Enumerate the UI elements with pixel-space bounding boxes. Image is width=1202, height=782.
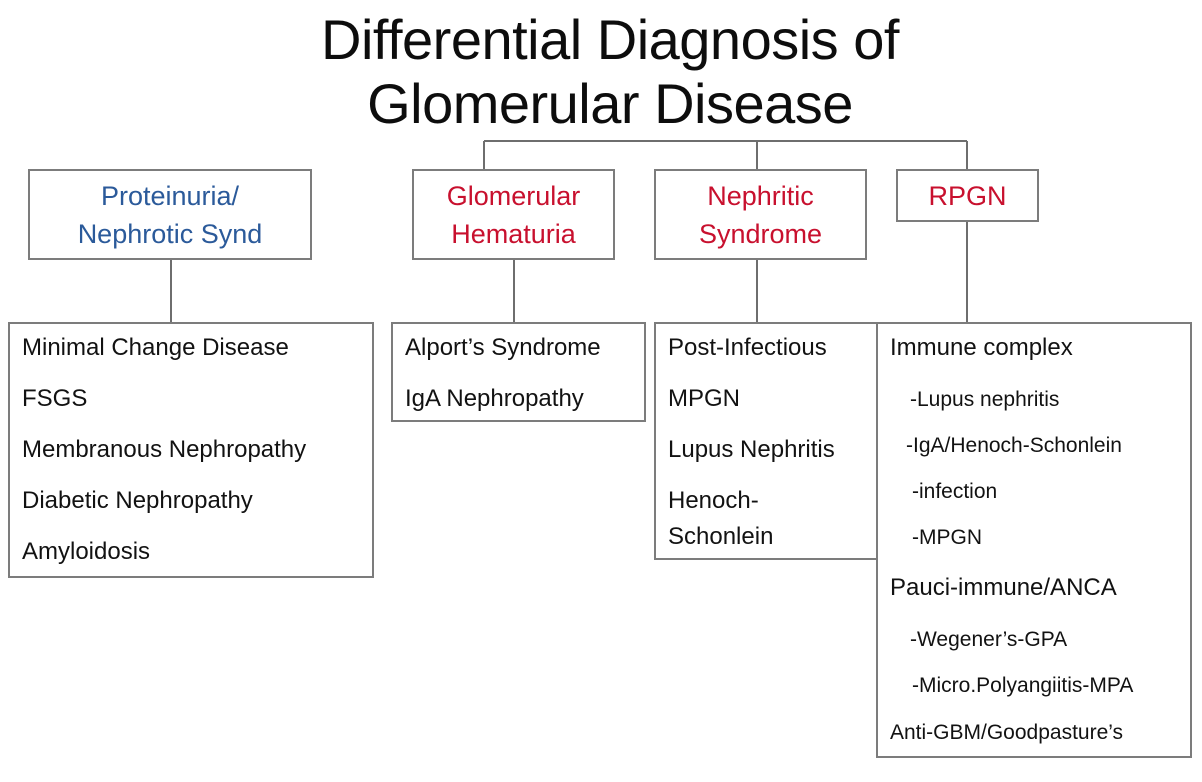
list-subitem: -IgA/Henoch-Schonlein: [906, 434, 1122, 457]
list-subitem: -MPGN: [912, 526, 982, 549]
page-title: Differential Diagnosis of Glomerular Dis…: [0, 8, 1202, 136]
header-proteinuria-line1: Proteinuria/: [100, 180, 240, 211]
header-nephritic-line2: Syndrome: [698, 218, 823, 249]
list-item: Minimal Change Disease: [22, 334, 289, 361]
list-subitem: -Micro.Polyangiitis-MPA: [912, 674, 1134, 697]
list-item: MPGN: [668, 385, 740, 412]
list-item: Lupus Nephritis: [668, 436, 835, 463]
list-nephritic: Post-Infectious MPGN Lupus Nephritis Hen…: [654, 322, 878, 560]
list-item: Amyloidosis: [22, 538, 151, 565]
header-hematuria-line1: Glomerular: [446, 180, 581, 211]
header-proteinuria-line2: Nephrotic Synd: [77, 218, 263, 249]
list-subitem: -Lupus nephritis: [910, 388, 1060, 411]
header-nephritic-line1: Nephritic: [707, 180, 814, 211]
list-hematuria: Alport’s Syndrome IgA Nephropathy: [391, 322, 646, 422]
header-hematuria-line2: Hematuria: [451, 218, 576, 249]
list-rpgn: Immune complex -Lupus nephritis -IgA/Hen…: [876, 322, 1192, 758]
list-item: Alport’s Syndrome: [405, 334, 601, 361]
list-subitem: -infection: [912, 480, 998, 503]
list-item: Post-Infectious: [668, 334, 827, 361]
header-proteinuria: Proteinuria/ Nephrotic Synd: [28, 169, 312, 260]
list-subitem: -Wegener’s-GPA: [910, 628, 1068, 651]
header-nephritic-syndrome: Nephritic Syndrome: [654, 169, 867, 260]
list-item: Pauci-immune/ANCA: [890, 574, 1117, 601]
title-line-1: Differential Diagnosis of: [321, 8, 899, 71]
list-item: Henoch-: [668, 487, 759, 514]
list-item: Membranous Nephropathy: [22, 436, 307, 463]
list-item: Immune complex: [890, 334, 1073, 361]
header-glomerular-hematuria: Glomerular Hematuria: [412, 169, 615, 260]
list-item: Diabetic Nephropathy: [22, 487, 253, 514]
title-line-2: Glomerular Disease: [367, 72, 853, 135]
list-item: Schonlein: [668, 523, 774, 550]
list-item: IgA Nephropathy: [405, 385, 584, 412]
list-item: Anti-GBM/Goodpasture’s: [890, 721, 1124, 744]
header-rpgn: RPGN: [896, 169, 1039, 222]
list-proteinuria: Minimal Change Disease FSGS Membranous N…: [8, 322, 374, 578]
list-item: FSGS: [22, 385, 88, 412]
header-rpgn-label: RPGN: [928, 180, 1007, 211]
